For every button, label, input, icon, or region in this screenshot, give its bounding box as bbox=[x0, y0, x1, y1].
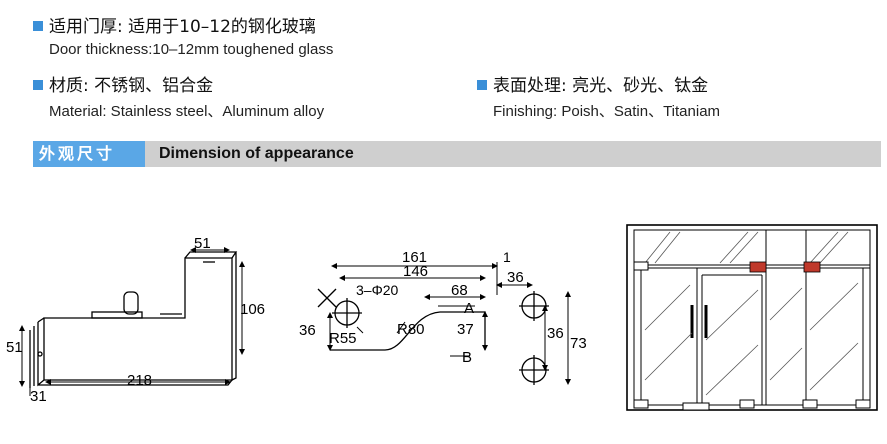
door-elevation-drawing bbox=[626, 224, 878, 411]
section-tag: 外观尺寸 bbox=[33, 141, 145, 167]
dim-51: 51 bbox=[194, 235, 211, 252]
label-r55: R55 bbox=[329, 330, 357, 347]
mid-dimensions bbox=[327, 262, 571, 385]
material-en: Material: Stainless steel、Aluminum alloy bbox=[49, 103, 325, 120]
dim-36b: 36 bbox=[299, 322, 316, 339]
dim-36: 36 bbox=[507, 269, 524, 286]
bullet-icon bbox=[33, 80, 43, 90]
finish-spec: 表面处理: 亮光、砂光、钛金 bbox=[477, 71, 708, 96]
dim-106: 106 bbox=[240, 301, 265, 318]
finish-en: Finishing: Poish、Satin、Titaniam bbox=[493, 103, 721, 120]
dim-73: 73 bbox=[570, 335, 587, 352]
material-spec: 材质: 不锈钢、铝合金 bbox=[33, 71, 213, 96]
dim-146: 146 bbox=[403, 263, 428, 280]
bullet-icon bbox=[477, 80, 487, 90]
label-r80: R80 bbox=[397, 321, 425, 338]
label-a: A bbox=[464, 300, 474, 317]
dim-51b: 51 bbox=[6, 339, 23, 356]
thickness-spec: 适用门厚: 适用于10–12的钢化玻璃 bbox=[33, 12, 316, 37]
dim-phi: 3–Φ20 bbox=[356, 282, 399, 298]
dim-31: 31 bbox=[30, 388, 47, 405]
hole-pattern-drawing bbox=[317, 288, 549, 385]
dim-218: 218 bbox=[127, 372, 152, 389]
section-banner: 外观尺寸 Dimension of appearance bbox=[33, 141, 881, 167]
dim-36c: 36 bbox=[547, 325, 564, 342]
bullet-icon bbox=[33, 21, 43, 31]
dim-68: 68 bbox=[451, 282, 468, 299]
thickness-cn: 适用门厚: 适用于10–12的钢化玻璃 bbox=[49, 17, 316, 37]
dim-161: 161 bbox=[402, 249, 427, 266]
label-b: B bbox=[462, 349, 472, 366]
finish-cn: 表面处理: 亮光、砂光、钛金 bbox=[493, 76, 709, 96]
top-patch-fitting-right bbox=[803, 261, 821, 273]
material-cn: 材质: 不锈钢、铝合金 bbox=[49, 76, 214, 96]
section-title: Dimension of appearance bbox=[159, 145, 354, 162]
dim-37: 37 bbox=[457, 321, 474, 338]
patch-fitting-drawing bbox=[29, 251, 238, 388]
dim-1: 1 bbox=[503, 249, 511, 265]
left-dimensions bbox=[19, 247, 245, 396]
top-patch-fitting-left bbox=[749, 261, 767, 273]
thickness-en: Door thickness:10–12mm toughened glass bbox=[49, 41, 334, 58]
